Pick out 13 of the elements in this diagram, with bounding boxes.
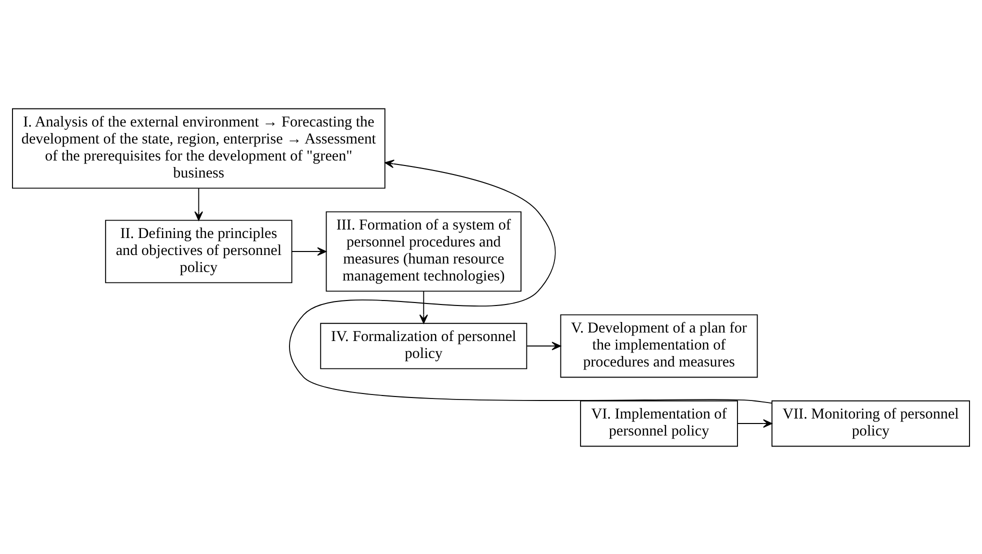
arrow	[291, 246, 327, 256]
node-box: II. Defining the principles and objectives of personnel policy	[105, 219, 292, 283]
node-box: III. Formation of a system of personnel procedures and measures (human resource management technologies)	[326, 210, 522, 292]
arrow	[419, 290, 428, 324]
arrow	[289, 159, 772, 404]
node-box: IV. Formalization of personnel policy	[320, 322, 528, 369]
node-box: I. Analysis of the external environment → Forecasting the development of the state, region, enterprise → Assessment of the prerequisites for the development of "green" business	[12, 108, 386, 188]
arrow	[194, 187, 203, 220]
node-box: VII. Monitoring of personnel policy	[771, 400, 970, 446]
node-box: V. Development of a plan for the implementation of procedures and measures	[560, 314, 758, 378]
arrow	[737, 418, 772, 428]
node-box: VI. Implementation of personnel policy	[580, 400, 738, 446]
arrow	[526, 341, 562, 350]
